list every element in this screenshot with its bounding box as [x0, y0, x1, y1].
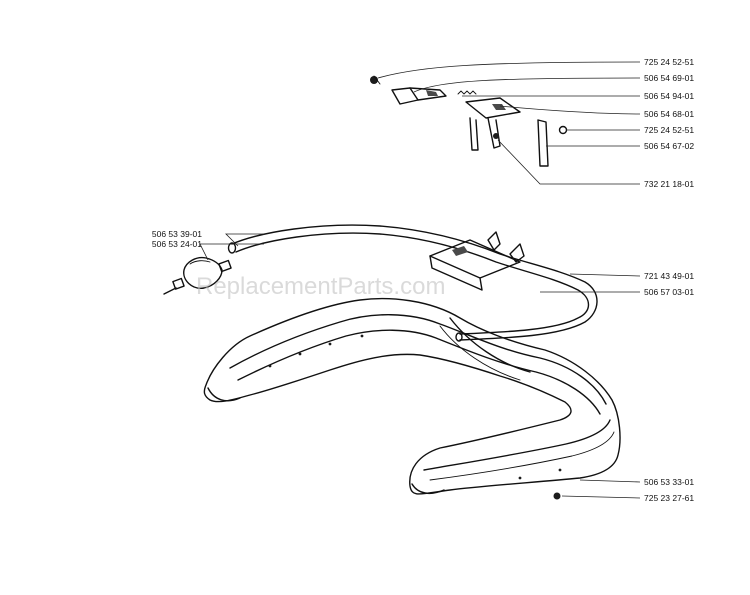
part-number-label: 506 53 24-01: [152, 239, 202, 249]
primer-bulb: [163, 256, 232, 295]
part-number-label: 506 57 03-01: [644, 287, 694, 297]
part-number-label: 725 23 27-61: [644, 493, 694, 503]
part-number-label: 506 54 69-01: [644, 73, 694, 83]
bumper-guard: [203, 297, 621, 495]
part-number-label: 506 54 94-01: [644, 91, 694, 101]
part-number-label: 506 53 33-01: [644, 477, 694, 487]
part-number-label: 725 24 52-51: [644, 125, 694, 135]
part-number-label: 721 43 49-01: [644, 271, 694, 281]
part-number-label: 506 53 39-01: [152, 229, 202, 239]
part-number-labels: 725 24 52-51 506 54 69-01 506 54 94-01 5…: [152, 57, 694, 503]
fuel-pipe: [227, 224, 598, 342]
leader-lines: [199, 61, 641, 500]
part-number-label: 725 24 52-51: [644, 57, 694, 67]
part-number-label: 506 54 68-01: [644, 109, 694, 119]
lever-assembly: [370, 75, 568, 167]
part-number-label: 732 21 18-01: [644, 179, 694, 189]
part-number-label: 506 54 67-02: [644, 141, 694, 151]
watermark-text: ReplacementParts.com: [196, 273, 445, 300]
mounting-bracket: [429, 231, 525, 291]
